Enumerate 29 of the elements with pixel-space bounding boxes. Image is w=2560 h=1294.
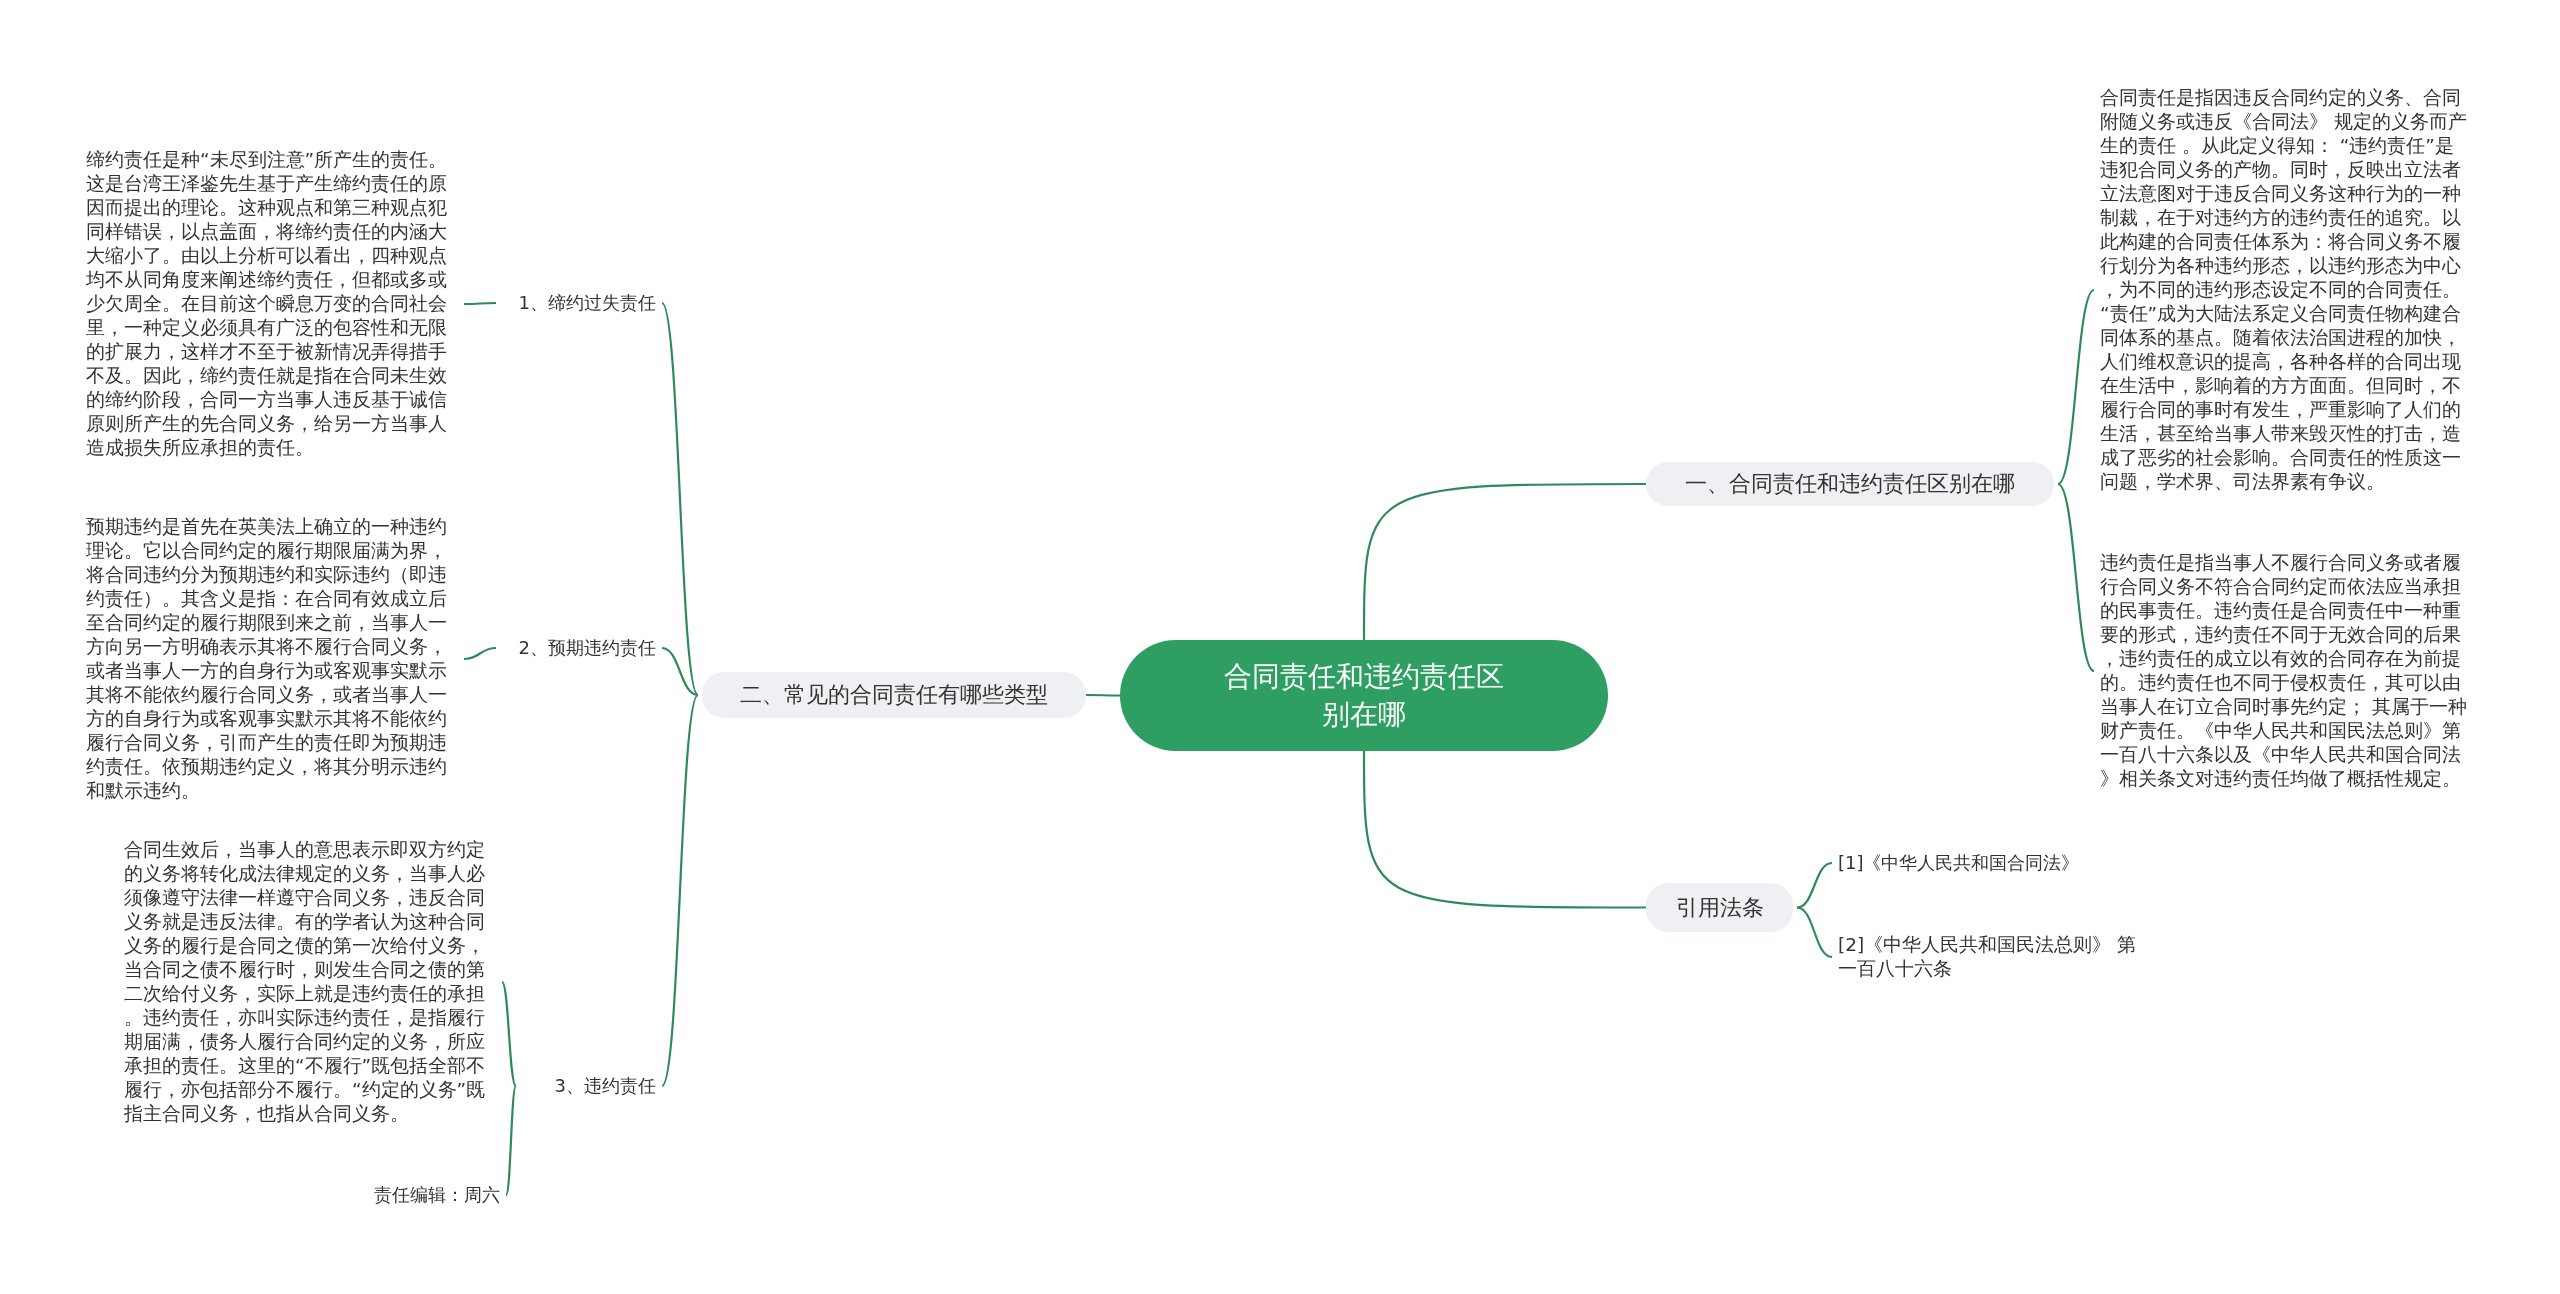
connector-line — [2057, 483, 2095, 672]
topic-box: 二、常见的合同责任有哪些类型 — [702, 672, 1086, 718]
note-text: 合同责任是指因违反合同约定的义务、合同附随义务或违反《合同法》 规定的义务而产生的责任 。从此定义得知： “违约责任”是违犯合同义务的产物。同时，反映出立法者立法意图对于违反合同义务这种行为的一种制裁，在于对违约方的违约责任的追究。以此构建的合同责任体系为：将合同义务不履行划分为各种违约形态，以违约形态为中心，为不同的违约形态设定不同的合同责任。 “责任”成为大陆法系定义合同责任物构建合同体系的基点。随着依法治国进程的加快，人们维权意识的提高，各种各样的合同出现在生活中，影响着的方方面面。但同时，不履行合同的事时有发生，严重影响了人们的生活，甚至给当事人带来毁灭性的打击，造成了恶劣的社会影响。合同责任的性质这一问题，学术界、司法界素有争议。 — [2100, 86, 2472, 494]
note-text: 预期违约是首先在英美法上确立的一种违约理论。它以合同约定的履行期限届满为界，将合同违约分为预期违约和实际违约（即违约责任）。其含义是指：在合同有效成立后至合同约定的履行期限到来之前，当事人一方向另一方明确表示其将不履行合同义务，或者当事人一方的自身行为或客观事实默示其将不能依约履行合同义务，或者当事人一方的自身行为或客观事实默示其将不能依约履行合同义务，引而产生的责任即为预期违约责任。依预期违约定义，将其分明示违约和默示违约。 — [86, 515, 458, 803]
central-topic: 合同责任和违约责任区别在哪 — [1120, 640, 1608, 751]
subtopic-label: 责任编辑：周六 — [340, 1182, 500, 1208]
note-text: 违约责任是指当事人不履行合同义务或者履行合同义务不符合合同约定而依法应当承担的民事责任。违约责任是合同责任中一种重要的形式，违约责任不同于无效合同的后果，违约责任的成立以有效的合同存在为前提的。违约责任也不同于侵权责任，其可以由当事人在订立合同时事先约定； 其属于一种财产责任。《中华人民共和国民法总则》第一百八十六条以及《中华人民共和国合同法》相关条文对违约责任均做了概括性规定。 — [2100, 551, 2472, 791]
connector-line — [661, 646, 699, 697]
note-text: 缔约责任是种“未尽到注意”所产生的责任。这是台湾王泽鉴先生基于产生缔约责任的原因而提出的理论。这种观点和第三种观点犯同样错误，以点盖面，将缔约责任的内涵大大缩小了。由以上分析可以看出，四种观点均不从同角度来阐述缔约责任，但都或多或少欠周全。在目前这个瞬息万变的合同社会里，一种定义必须具有广泛的包容性和无限的扩展力，这样才不至于被新情况弄得措手不及。因此，缔约责任就是指在合同未生效的缔约阶段，合同一方当事人违反基于诚信原则所产生的先合同义务，给另一方当事人造成损失所应承担的责任。 — [86, 148, 458, 460]
connector-line — [1362, 482, 1646, 640]
connector-line — [661, 694, 699, 1087]
subtopic-label: 3、违约责任 — [520, 1073, 656, 1099]
subtopic-label: 1、缔约过失责任 — [500, 290, 656, 316]
connector-line — [661, 302, 699, 696]
connector-line — [464, 301, 496, 306]
subtopic-label: 2、预期违约责任 — [500, 635, 656, 661]
subtopic-label: [2]《中华人民共和国民法总则》 第一百八十六条 — [1838, 933, 2138, 981]
connector-line — [501, 981, 517, 1087]
connector-line — [2057, 289, 2095, 485]
note-text: 合同生效后，当事人的意思表示即双方约定的义务将转化成法律规定的义务，当事人必须像遵守法律一样遵守合同义务，违反合同义务就是违反法律。有的学者认为这种合同义务的履行是合同之债的第一次给付义务，当合同之债不履行时，则发生合同之债的第二次给付义务，实际上就是违约责任的承担。违约责任，亦叫实际违约责任，是指履行期届满，债务人履行合同约定的义务，所应承担的责任。这里的“不履行”既包括全部不履行，亦包括部分不履行。“约定的义务”既指主合同义务，也指从合同义务。 — [124, 838, 496, 1126]
connector-line — [505, 1085, 517, 1196]
connector-line — [1086, 693, 1120, 697]
connector-line — [1796, 906, 1833, 959]
connector-line — [1796, 861, 1833, 909]
topic-box: 引用法条 — [1646, 883, 1793, 932]
topic-box: 一、合同责任和违约责任区别在哪 — [1646, 462, 2054, 506]
subtopic-label: [1]《中华人民共和国合同法》 — [1838, 850, 2138, 876]
connector-line — [1362, 751, 1646, 909]
connector-line — [463, 646, 497, 661]
